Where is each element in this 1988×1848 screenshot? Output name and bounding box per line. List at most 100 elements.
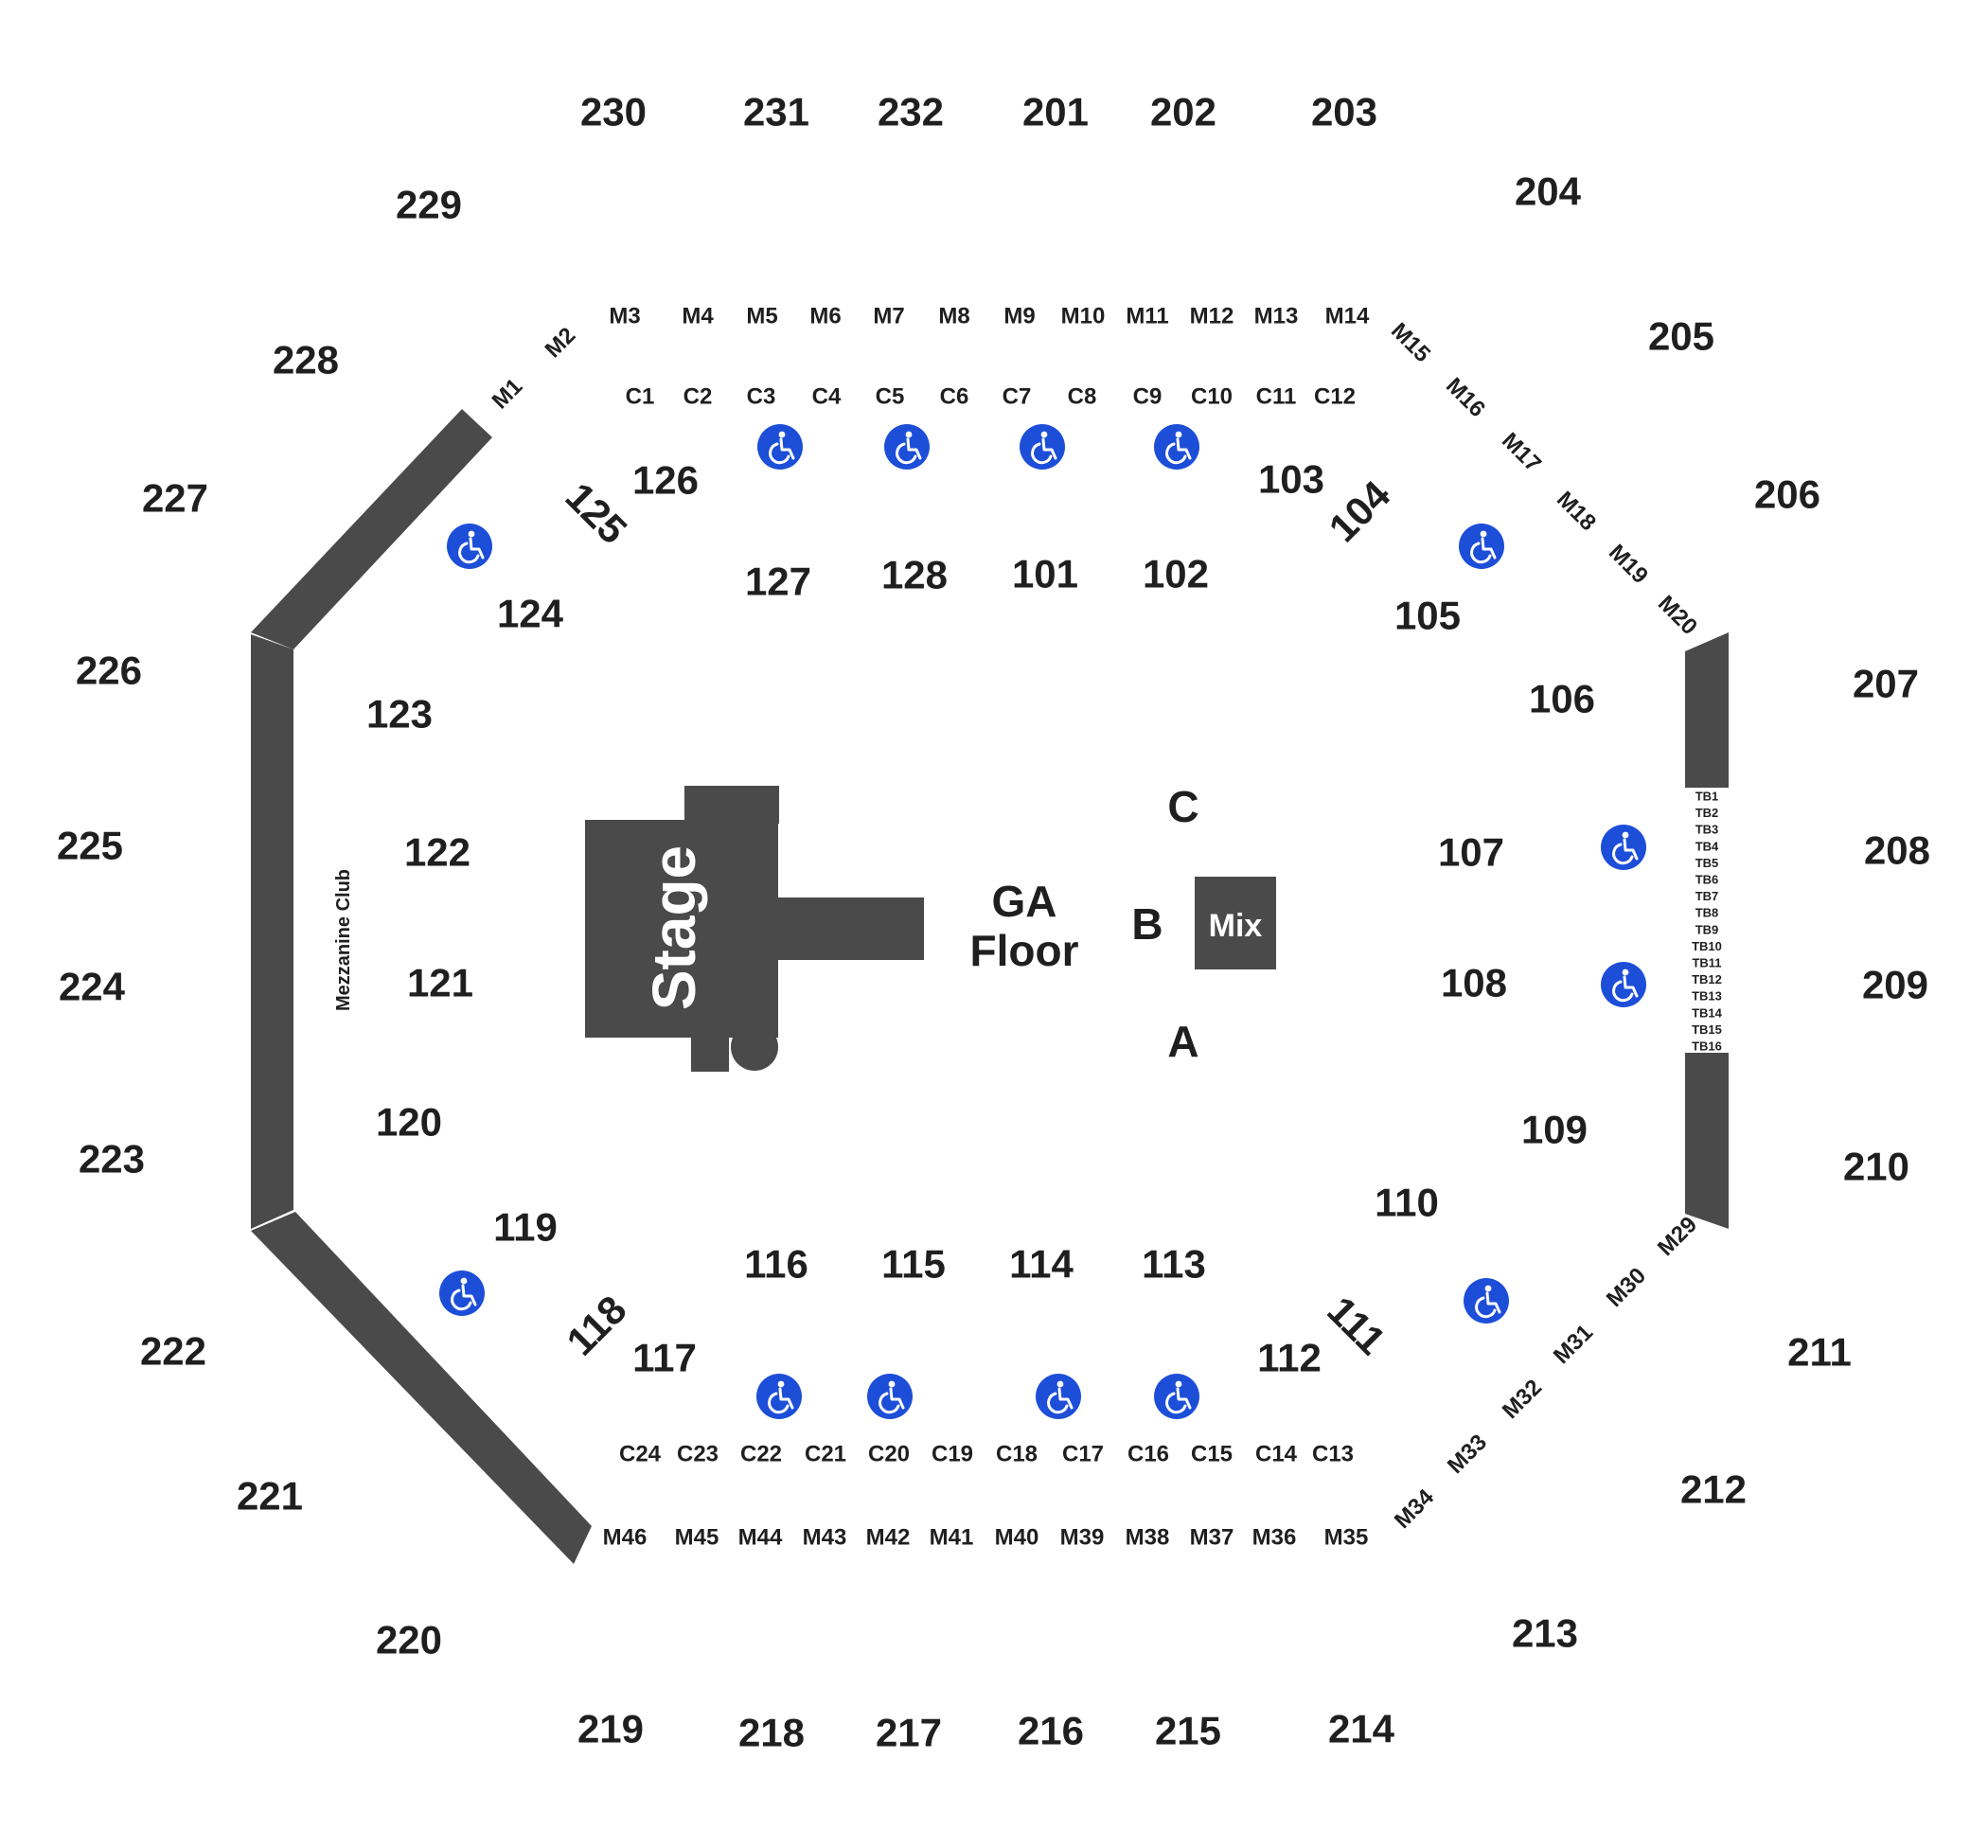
box-m41[interactable]: M41 [930,1525,974,1551]
section-128[interactable]: 128 [881,553,948,597]
section-121[interactable]: 121 [407,961,473,1005]
section-124[interactable]: 124 [497,592,564,636]
box-m17[interactable]: M17 [1497,428,1546,477]
section-127[interactable]: 127 [745,560,811,604]
box-c14[interactable]: C14 [1255,1442,1298,1467]
box-m8[interactable]: M8 [938,304,969,329]
section-126[interactable]: 126 [632,458,699,503]
section-220[interactable]: 220 [376,1618,442,1662]
section-219[interactable]: 219 [577,1707,644,1751]
box-m10[interactable]: M10 [1061,304,1106,329]
box-c2[interactable]: C2 [683,384,713,410]
box-m9[interactable]: M9 [1003,304,1035,329]
section-202[interactable]: 202 [1150,90,1216,134]
box-m1[interactable]: M1 [488,374,528,415]
section-114[interactable]: 114 [1009,1242,1074,1287]
box-m16[interactable]: M16 [1441,373,1490,422]
box-c24[interactable]: C24 [619,1442,662,1467]
section-107[interactable]: 107 [1438,830,1504,875]
section-217[interactable]: 217 [876,1711,942,1755]
box-m40[interactable]: M40 [995,1525,1039,1551]
box-tb6[interactable]: TB6 [1695,873,1719,887]
box-m6[interactable]: M6 [809,304,841,329]
box-c17[interactable]: C17 [1062,1442,1104,1467]
section-116[interactable]: 116 [744,1242,808,1287]
section-106[interactable]: 106 [1529,677,1595,721]
section-201[interactable]: 201 [1022,90,1089,134]
box-m32[interactable]: M32 [1498,1375,1547,1424]
box-tb16[interactable]: TB16 [1692,1040,1722,1054]
section-108[interactable]: 108 [1441,961,1507,1005]
section-125[interactable]: 125 [558,474,636,553]
section-206[interactable]: 206 [1754,472,1820,517]
box-m44[interactable]: M44 [738,1525,783,1551]
box-c11[interactable]: C11 [1256,384,1297,410]
section-105[interactable]: 105 [1394,594,1461,638]
section-115[interactable]: 115 [881,1242,946,1287]
box-tb15[interactable]: TB15 [1692,1022,1722,1037]
box-m31[interactable]: M31 [1549,1320,1598,1369]
box-tb9[interactable]: TB9 [1695,922,1719,936]
box-m7[interactable]: M7 [873,304,904,329]
section-120[interactable]: 120 [376,1100,442,1145]
section-210[interactable]: 210 [1843,1145,1909,1189]
box-tb1[interactable]: TB1 [1695,790,1719,804]
section-229[interactable]: 229 [396,183,462,227]
box-m13[interactable]: M13 [1254,304,1299,329]
section-223[interactable]: 223 [79,1137,145,1182]
box-tb14[interactable]: TB14 [1692,1005,1723,1020]
box-tb7[interactable]: TB7 [1695,889,1719,903]
section-109[interactable]: 109 [1521,1108,1588,1152]
box-c6[interactable]: C6 [940,384,969,410]
section-230[interactable]: 230 [580,90,647,134]
box-m39[interactable]: M39 [1060,1525,1105,1551]
box-m36[interactable]: M36 [1252,1525,1297,1551]
section-226[interactable]: 226 [76,649,142,693]
box-c5[interactable]: C5 [876,384,905,410]
section-222[interactable]: 222 [140,1329,206,1374]
section-218[interactable]: 218 [738,1711,805,1755]
box-m2[interactable]: M2 [541,323,581,364]
box-tb10[interactable]: TB10 [1692,939,1722,953]
section-111[interactable]: 111 [1319,1288,1394,1363]
section-232[interactable]: 232 [878,90,944,134]
box-c22[interactable]: C22 [740,1442,782,1467]
section-225[interactable]: 225 [57,824,123,868]
box-m35[interactable]: M35 [1324,1525,1369,1551]
section-213[interactable]: 213 [1512,1611,1578,1656]
box-tb2[interactable]: TB2 [1695,806,1719,820]
box-c21[interactable]: C21 [805,1442,846,1467]
section-228[interactable]: 228 [273,338,339,382]
section-212[interactable]: 212 [1680,1467,1747,1512]
box-m30[interactable]: M30 [1602,1263,1651,1312]
box-m14[interactable]: M14 [1325,304,1370,329]
box-c4[interactable]: C4 [812,384,842,410]
section-207[interactable]: 207 [1853,662,1919,706]
box-m18[interactable]: M18 [1552,487,1601,536]
section-203[interactable]: 203 [1311,90,1377,134]
box-m5[interactable]: M5 [746,304,777,329]
section-211[interactable]: 211 [1787,1330,1852,1375]
box-c18[interactable]: C18 [996,1442,1038,1467]
section-216[interactable]: 216 [1018,1709,1084,1753]
section-221[interactable]: 221 [237,1474,303,1519]
section-119[interactable]: 119 [493,1205,558,1250]
box-m11[interactable]: M11 [1126,304,1168,329]
section-215[interactable]: 215 [1155,1709,1221,1753]
box-m38[interactable]: M38 [1126,1525,1170,1551]
box-c9[interactable]: C9 [1133,384,1163,410]
section-122[interactable]: 122 [404,830,470,875]
section-113[interactable]: 113 [1142,1242,1206,1287]
box-tb5[interactable]: TB5 [1695,856,1719,870]
section-227[interactable]: 227 [142,476,208,521]
section-209[interactable]: 209 [1862,963,1928,1007]
box-m46[interactable]: M46 [603,1525,648,1551]
box-c3[interactable]: C3 [747,384,776,410]
box-m4[interactable]: M4 [682,304,714,329]
box-tb11[interactable]: TB11 [1692,956,1721,970]
box-tb4[interactable]: TB4 [1695,839,1719,853]
box-tb3[interactable]: TB3 [1695,823,1719,837]
section-214[interactable]: 214 [1328,1707,1395,1751]
box-m34[interactable]: M34 [1390,1484,1440,1534]
box-c7[interactable]: C7 [1003,384,1032,410]
